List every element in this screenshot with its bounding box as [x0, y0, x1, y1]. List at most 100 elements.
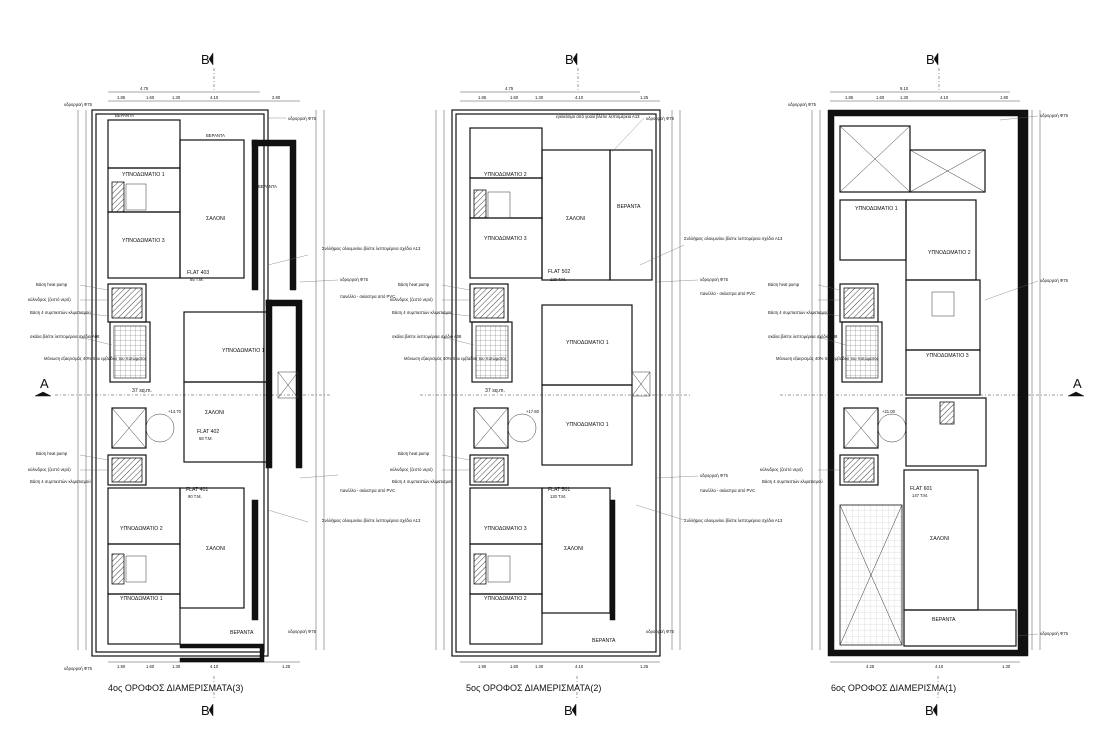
plan-title-5th-floor: 5ος ΟΡΟΦΟΣ ΔΙΑΜΕΡΙΣΜΑΤΑ(2)	[466, 683, 601, 693]
svg-text:ΒΕΡΑΝΤΑ: ΒΕΡΑΝΤΑ	[592, 638, 616, 644]
svg-text:υδρορροή Φ75: υδρορροή Φ75	[64, 102, 93, 107]
svg-text:4.25: 4.25	[866, 664, 875, 669]
svg-text:1.30: 1.30	[535, 664, 544, 669]
svg-text:1.25: 1.25	[640, 664, 649, 669]
svg-text:1.30: 1.30	[535, 95, 544, 100]
svg-text:υδρορροή Φ75: υδρορροή Φ75	[1040, 631, 1069, 636]
svg-text:Μόνωση εξαερισμός 40% που εμβα: Μόνωση εξαερισμός 40% που εμβαδού του πα…	[776, 356, 879, 361]
svg-text:A: A	[1073, 376, 1082, 391]
svg-text:πανέλλα - σκίαστρα από PVC: πανέλλα - σκίαστρα από PVC	[340, 294, 395, 299]
svg-text:ΥΠΝΟΔΩΜΑΤΙΟ 3: ΥΠΝΟΔΩΜΑΤΙΟ 3	[122, 238, 165, 244]
svg-text:1.30: 1.30	[900, 95, 909, 100]
svg-text:ΒΕΡΑΝΤΑ: ΒΕΡΑΝΤΑ	[115, 113, 134, 118]
svg-text:ΥΠΝΟΔΩΜΑΤΙΟ 2: ΥΠΝΟΔΩΜΑΤΙΟ 2	[928, 250, 971, 256]
svg-text:υδρορροή Φ75: υδρορροή Φ75	[646, 116, 675, 121]
section-mark-b-top-3: B	[926, 52, 940, 92]
svg-text:1.60: 1.60	[510, 95, 519, 100]
svg-text:υδρορροή Φ75: υδρορροή Φ75	[288, 116, 317, 121]
svg-text:+14.70: +14.70	[168, 409, 182, 414]
plan-4th-floor: 4.75 1.85 1.60 1.30 4.10 2.80 1.90 1.60 …	[28, 86, 421, 693]
svg-text:ΥΠΝΟΔΩΜΑΤΙΟ 3: ΥΠΝΟΔΩΜΑΤΙΟ 3	[484, 236, 527, 242]
plan-title-6th-floor: 6ος ΟΡΟΦΟΣ ΔΙΑΜΕΡΙΣΜΑ(1)	[831, 683, 956, 693]
svg-text:B: B	[564, 703, 573, 718]
svg-text:58 Τ.Μ.: 58 Τ.Μ.	[199, 436, 213, 441]
axis-mark-a-left: A	[34, 376, 52, 397]
svg-text:ΥΠΝΟΔΩΜΑΤΙΟ 1: ΥΠΝΟΔΩΜΑΤΙΟ 1	[566, 422, 609, 428]
svg-text:FLAT 402: FLAT 402	[197, 429, 219, 435]
svg-text:4.10: 4.10	[575, 95, 584, 100]
svg-text:120 Τ.Μ.: 120 Τ.Μ.	[550, 494, 566, 499]
svg-text:Συλλήψεις αλουμινίου βλέπε λεπ: Συλλήψεις αλουμινίου βλέπε λεπτομέρεια σ…	[684, 236, 783, 241]
svg-text:ΣΑΛΟΝΙ: ΣΑΛΟΝΙ	[564, 546, 583, 552]
svg-text:Βάση heat pump: Βάση heat pump	[36, 282, 68, 287]
svg-text:Μόνωση εξαερισμός 40% που εμβα: Μόνωση εξαερισμός 40% που εμβαδού του πα…	[44, 356, 147, 361]
section-mark-b-bottom-1: B	[201, 676, 215, 718]
svg-text:4.10: 4.10	[210, 664, 219, 669]
svg-text:Βάση heat pump: Βάση heat pump	[768, 282, 800, 287]
svg-text:Βάση heat pump: Βάση heat pump	[36, 451, 68, 456]
svg-text:120 Τ.Μ.: 120 Τ.Μ.	[550, 277, 566, 282]
svg-text:4.75: 4.75	[505, 86, 514, 91]
svg-text:ΒΕΡΑΝΤΑ: ΒΕΡΑΝΤΑ	[206, 133, 225, 138]
room-labels: ΥΠΝΟΔΩΜΑΤΙΟ 1 ΥΠΝΟΔΩΜΑΤΙΟ 2 ΥΠΝΟΔΩΜΑΤΙΟ …	[855, 206, 971, 623]
svg-text:1.60: 1.60	[146, 664, 155, 669]
svg-text:85 Τ.Μ.: 85 Τ.Μ.	[190, 277, 204, 282]
svg-text:Βάση 4 συμπιεστών κλιματισμού: Βάση 4 συμπιεστών κλιματισμού	[392, 310, 453, 315]
left-side-notes-6th: Βάση heat pump Βάση 4 συμπιεστών κλιματι…	[760, 282, 879, 484]
svg-text:2.80: 2.80	[272, 95, 281, 100]
svg-text:ΥΠΝΟΔΩΜΑΤΙΟ 1: ΥΠΝΟΔΩΜΑΤΙΟ 1	[855, 206, 898, 212]
svg-text:B: B	[201, 703, 210, 718]
svg-text:+17.80: +17.80	[526, 409, 540, 414]
svg-text:σκάλα βλέπε λεπτομέρεια σχέδιο: σκάλα βλέπε λεπτομέρεια σχέδιο Α08	[392, 334, 462, 339]
svg-text:1.25: 1.25	[640, 95, 649, 100]
svg-text:ΣΑΛΟΝΙ: ΣΑΛΟΝΙ	[206, 546, 225, 552]
svg-text:υδρορροή Φ75: υδρορροή Φ75	[700, 277, 729, 282]
svg-text:ΥΠΝΟΔΩΜΑΤΙΟ 1: ΥΠΝΟΔΩΜΑΤΙΟ 1	[122, 172, 165, 178]
section-mark-b-top-2: B	[565, 52, 579, 92]
svg-text:FLAT 403: FLAT 403	[187, 270, 209, 276]
svg-text:B: B	[926, 52, 935, 67]
svg-text:ΥΠΝΟΔΩΜΑΤΙΟ 1: ΥΠΝΟΔΩΜΑΤΙΟ 1	[566, 340, 609, 346]
section-mark-b-bottom-3: B	[925, 676, 939, 718]
svg-text:1.85: 1.85	[117, 95, 126, 100]
annotations: υδρορροή Φ75 υδρορροή Φ75 υδρορροή Φ75 υ…	[788, 102, 1069, 637]
section-mark-b-bottom-2: B	[564, 676, 578, 718]
svg-text:A: A	[40, 376, 49, 391]
svg-text:FLAT 401: FLAT 401	[186, 487, 208, 493]
svg-text:ΥΠΝΟΔΩΜΑΤΙΟ 1: ΥΠΝΟΔΩΜΑΤΙΟ 1	[222, 348, 265, 354]
svg-text:υδρορροή Φ75: υδρορροή Φ75	[700, 473, 729, 478]
svg-text:1.90: 1.90	[478, 664, 487, 669]
plan-title-4th-floor: 4ος ΟΡΟΦΟΣ ΔΙΑΜΕΡΙΣΜΑΤΑ(3)	[108, 683, 243, 693]
svg-text:ΣΑΛΟΝΙ: ΣΑΛΟΝΙ	[566, 216, 585, 222]
svg-text:1.60: 1.60	[876, 95, 885, 100]
svg-text:4.10: 4.10	[935, 664, 944, 669]
svg-text:4.10: 4.10	[575, 664, 584, 669]
svg-text:Συλλήψεις αλουμινίου βλέπε λεπ: Συλλήψεις αλουμινίου βλέπε λεπτομέρεια σ…	[684, 518, 783, 523]
svg-text:ΣΑΛΟΝΙ: ΣΑΛΟΝΙ	[206, 216, 225, 222]
section-mark-b-top-1: B	[201, 52, 215, 92]
svg-text:B: B	[925, 703, 934, 718]
svg-text:1.80: 1.80	[1000, 95, 1009, 100]
svg-text:9.10: 9.10	[900, 86, 909, 91]
svg-text:ΥΠΝΟΔΩΜΑΤΙΟ 2: ΥΠΝΟΔΩΜΑΤΙΟ 2	[120, 526, 163, 532]
svg-text:FLAT 501: FLAT 501	[548, 487, 570, 493]
svg-text:ΣΑΛΟΝΙ: ΣΑΛΟΝΙ	[930, 536, 949, 542]
svg-text:ΥΠΝΟΔΩΜΑΤΙΟ 1: ΥΠΝΟΔΩΜΑΤΙΟ 1	[120, 596, 163, 602]
svg-text:ΥΠΝΟΔΩΜΑΤΙΟ 3: ΥΠΝΟΔΩΜΑΤΙΟ 3	[926, 353, 969, 359]
svg-text:4.75: 4.75	[140, 86, 149, 91]
svg-text:υδρορροή Φ75: υδρορροή Φ75	[340, 277, 369, 282]
svg-text:1.60: 1.60	[510, 664, 519, 669]
room-labels: ΒΕΡΑΝΤΑ ΥΠΝΟΔΩΜΑΤΙΟ 1 ΥΠΝΟΔΩΜΑΤΙΟ 3 ΣΑΛΟ…	[115, 113, 277, 636]
svg-text:1.90: 1.90	[117, 664, 126, 669]
svg-text:πανέλλα - σκίαστρα από PVC: πανέλλα - σκίαστρα από PVC	[700, 291, 755, 296]
svg-text:Βάση 4 συμπιεστών κλιματισμού: Βάση 4 συμπιεστών κλιματισμού	[30, 479, 91, 484]
svg-text:1.85: 1.85	[845, 95, 854, 100]
svg-text:Βάση 4 συμπιεστών κλιματισμού: Βάση 4 συμπιεστών κλιματισμού	[30, 310, 91, 315]
svg-text:ΒΕΡΑΝΤΑ: ΒΕΡΑΝΤΑ	[230, 630, 254, 636]
svg-text:πανέλλα - σκίαστρα από PVC: πανέλλα - σκίαστρα από PVC	[700, 488, 755, 493]
svg-text:1.30: 1.30	[1002, 664, 1011, 669]
svg-text:FLAT 601: FLAT 601	[910, 486, 932, 492]
svg-text:1.30: 1.30	[172, 664, 181, 669]
svg-text:B: B	[565, 52, 574, 67]
